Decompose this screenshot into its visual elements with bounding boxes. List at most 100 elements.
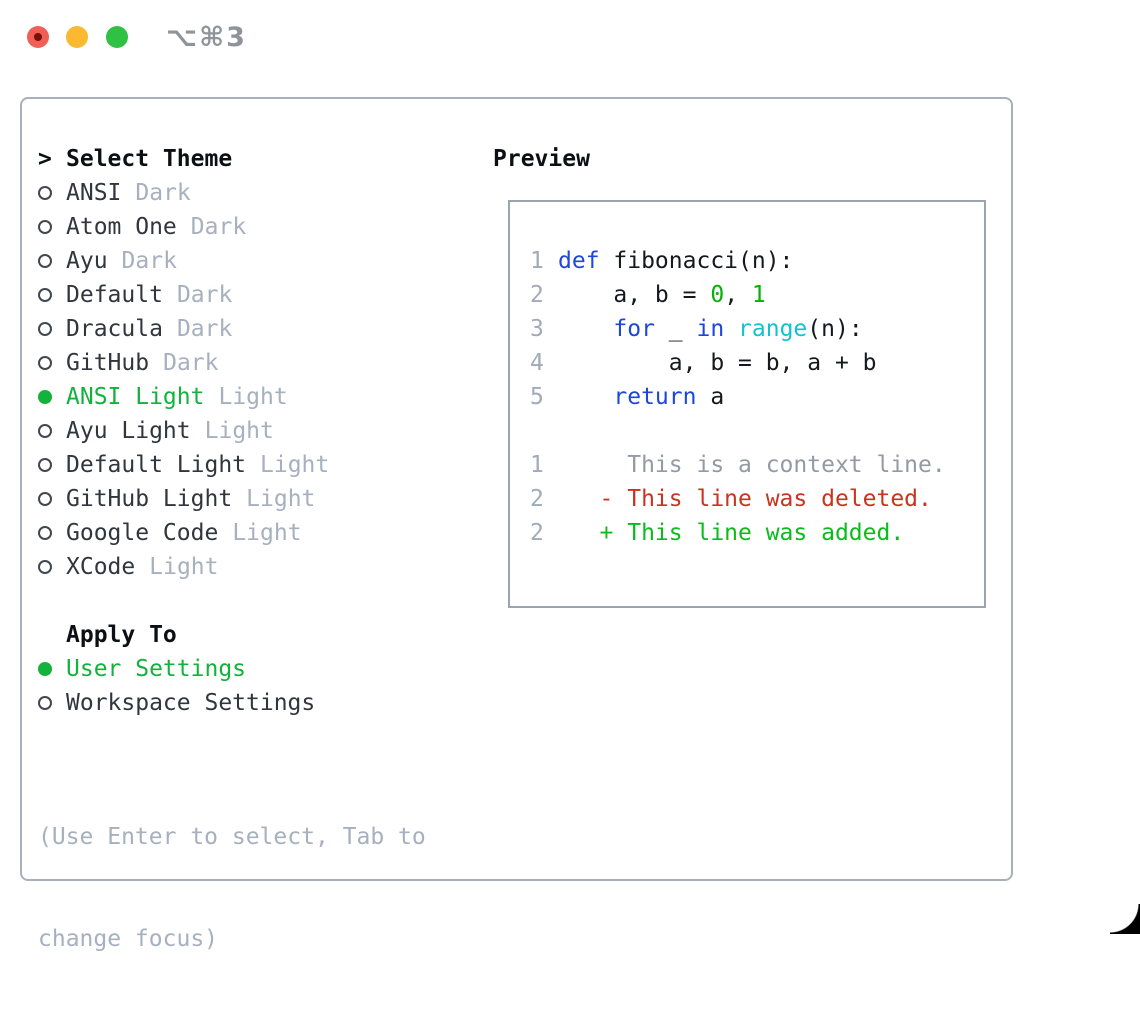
code-token-plain xyxy=(724,312,738,346)
line-number: 1 xyxy=(530,452,544,478)
code-token-added: + This line was added. xyxy=(558,520,905,546)
variant-tag: Dark xyxy=(176,316,233,342)
help-text: (Use Enter to select, Tab to change focu… xyxy=(38,752,426,1024)
code-token-plain xyxy=(558,312,613,346)
line-number: 2 xyxy=(530,520,544,546)
theme-option-default[interactable]: Default Dark xyxy=(38,278,329,312)
screen-corner xyxy=(1110,904,1140,934)
code-token-plain: (n): xyxy=(807,316,863,342)
radio-icon xyxy=(38,492,52,506)
code-token-plain: fibonacci(n): xyxy=(599,248,794,274)
apply-option-workspace-settings[interactable]: Workspace Settings xyxy=(38,686,315,720)
line-number: 3 xyxy=(530,316,544,342)
radio-icon xyxy=(38,186,52,200)
help-text-line: change focus) xyxy=(38,926,219,952)
option-label: Atom One xyxy=(66,214,177,240)
code-line xyxy=(530,414,946,448)
radio-selected-icon xyxy=(38,662,52,676)
variant-tag: Dark xyxy=(135,180,191,206)
code-line: 2 + This line was added. xyxy=(530,516,946,550)
radio-icon xyxy=(38,322,52,336)
option-label: Dracula xyxy=(66,316,163,342)
code-line: 5 return a xyxy=(530,380,946,414)
variant-tag: Light xyxy=(218,384,288,410)
option-label: Default xyxy=(66,282,163,308)
radio-icon xyxy=(38,254,52,268)
code-token-keyword: return xyxy=(613,384,697,410)
code-token-keyword: in xyxy=(696,316,725,342)
radio-icon xyxy=(38,424,52,438)
variant-tag: Light xyxy=(204,418,274,444)
option-label: XCode xyxy=(66,554,136,580)
theme-option-github-light[interactable]: GitHub Light Light xyxy=(38,482,329,516)
code-line: 4 a, b = b, a + b xyxy=(530,346,946,380)
minimize-button[interactable] xyxy=(66,26,88,48)
variant-tag: Light xyxy=(260,452,330,478)
apply-to-heading: Apply To xyxy=(66,618,177,652)
option-label: Workspace Settings xyxy=(66,690,316,716)
option-label: Ayu xyxy=(66,248,108,274)
theme-option-ayu-light[interactable]: Ayu Light Light xyxy=(38,414,329,448)
radio-icon xyxy=(38,560,52,574)
select-theme-heading: > Select Theme xyxy=(38,142,232,176)
theme-option-github[interactable]: GitHub Dark xyxy=(38,346,329,380)
line-number: 2 xyxy=(530,282,544,308)
apply-option-user-settings[interactable]: User Settings xyxy=(38,652,315,686)
code-token-keyword: def xyxy=(558,248,600,274)
option-label: GitHub xyxy=(66,350,150,376)
code-line: 2 a, b = 0, 1 xyxy=(530,278,946,312)
variant-tag: Dark xyxy=(190,214,247,240)
option-label: User Settings xyxy=(66,656,247,682)
option-label: ANSI Light xyxy=(66,384,205,410)
code-token-plain: a, b = xyxy=(558,282,711,308)
code-token-plain: _ xyxy=(654,316,697,342)
select-theme-title: Select Theme xyxy=(66,146,233,172)
option-label: Default Light xyxy=(66,452,247,478)
theme-option-default-light[interactable]: Default Light Light xyxy=(38,448,329,482)
line-number: 2 xyxy=(530,486,544,512)
code-token-keyword: for xyxy=(613,316,655,342)
theme-option-google-code[interactable]: Google Code Light xyxy=(38,516,329,550)
option-label: GitHub Light xyxy=(66,486,233,512)
code-line: 3 for _ in range(n): xyxy=(530,312,946,346)
theme-option-ansi-light[interactable]: ANSI Light Light xyxy=(38,380,329,414)
theme-option-xcode[interactable]: XCode Light xyxy=(38,550,329,584)
variant-tag: Dark xyxy=(176,282,233,308)
code-token-plain: , xyxy=(724,282,752,308)
apply-to-title: Apply To xyxy=(66,622,177,648)
code-line: 2 - This line was deleted. xyxy=(530,482,946,516)
radio-icon xyxy=(38,288,52,302)
option-label: ANSI xyxy=(66,180,122,206)
theme-option-atom-one[interactable]: Atom One Dark xyxy=(38,210,329,244)
radio-icon xyxy=(38,526,52,540)
variant-tag: Light xyxy=(149,554,219,580)
window-title-shortcut: ⌥⌘3 xyxy=(166,22,247,53)
prompt-icon: > xyxy=(38,146,52,172)
variant-tag: Dark xyxy=(121,248,177,274)
variant-tag: Light xyxy=(232,520,302,546)
line-number xyxy=(530,414,558,448)
code-token-plain: a xyxy=(696,384,725,410)
code-token-builtin: range xyxy=(738,316,808,342)
theme-option-ansi[interactable]: ANSI Dark xyxy=(38,176,329,210)
theme-option-dracula[interactable]: Dracula Dark xyxy=(38,312,329,346)
zoom-button[interactable] xyxy=(106,26,128,48)
code-token-context: This is a context line. xyxy=(558,452,946,478)
radio-icon xyxy=(38,696,52,710)
close-button[interactable] xyxy=(27,26,49,48)
variant-tag: Light xyxy=(246,486,316,512)
theme-option-ayu[interactable]: Ayu Dark xyxy=(38,244,329,278)
code-token-number: 0 xyxy=(710,282,725,308)
variant-tag: Dark xyxy=(163,350,219,376)
radio-selected-icon xyxy=(38,390,52,404)
radio-icon xyxy=(38,220,52,234)
option-label: Google Code xyxy=(66,520,219,546)
option-label: Ayu Light xyxy=(66,418,191,444)
help-text-line: (Use Enter to select, Tab to xyxy=(38,824,426,850)
code-token-number: 1 xyxy=(751,282,766,308)
